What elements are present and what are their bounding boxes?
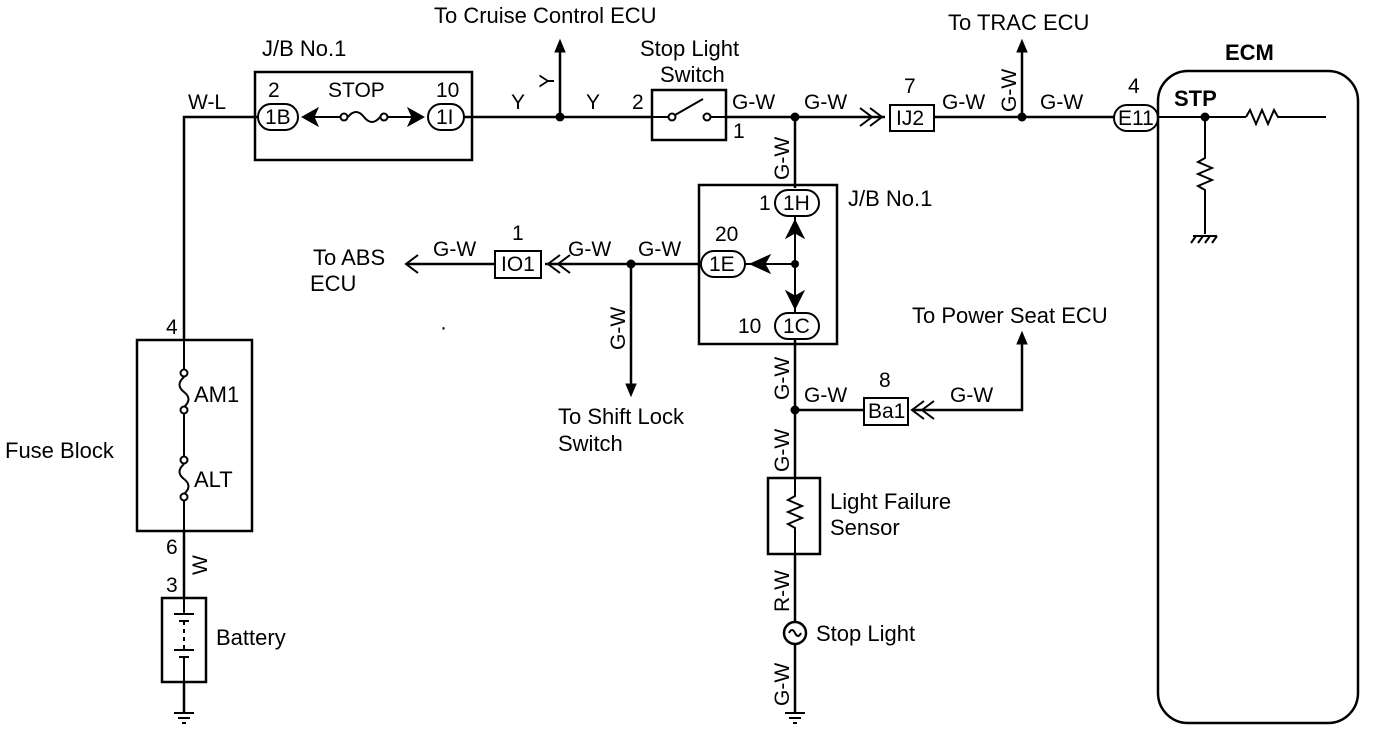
fuse-block-pin-top: 4 — [166, 316, 178, 339]
connector-1h-label: 1H — [783, 192, 810, 215]
arrow-seat-icon — [1016, 330, 1028, 345]
arrow-io1-icon — [546, 254, 571, 274]
connector-1e-label: 1E — [709, 253, 735, 276]
battery-label: Battery — [216, 625, 286, 650]
sensor-resistor-icon — [785, 478, 805, 554]
bulb-filament-icon — [788, 629, 802, 637]
switch-contact-icon — [652, 98, 726, 122]
stop-switch-label-2: Switch — [660, 62, 725, 87]
pin-1h: 1 — [759, 192, 771, 215]
jb-mid-label: J/B No.1 — [848, 186, 932, 211]
wire-gw-ground-label: G-W — [771, 663, 794, 706]
light-failure-label-2: Sensor — [830, 515, 900, 540]
connector-io1-label: IO1 — [501, 253, 535, 276]
connector-1b-label: 1B — [265, 106, 291, 129]
fuse-am1-icon — [178, 340, 190, 457]
wire-gw-mid-label: G-W — [804, 91, 847, 114]
wire-gw-down-top-label: G-W — [771, 137, 794, 180]
connector-1c — [774, 312, 820, 340]
arrow-abs-icon — [404, 254, 419, 274]
wire-gw-jb-below-label: G-W — [771, 357, 794, 400]
fuse-alt-icon — [178, 455, 190, 531]
connector-ba1 — [863, 397, 909, 426]
fuse-alt-label: ALT — [194, 467, 233, 492]
wire-y-up-label: Y — [536, 74, 559, 88]
wire-gw-trac-up-label: G-W — [998, 69, 1021, 112]
jb-top-pin-left: 2 — [268, 79, 280, 102]
ecm-label: ECM — [1225, 40, 1274, 65]
wire-gw-trac-label: G-W — [942, 91, 985, 114]
wire-gw-abs-label: G-W — [433, 238, 476, 261]
stop-light-label: Stop Light — [816, 621, 915, 646]
pin-e11: 4 — [1128, 75, 1140, 98]
wire-y1-label: Y — [511, 91, 525, 114]
fuse-am1-label: AM1 — [194, 382, 239, 407]
arrow-ij2-icon — [859, 107, 884, 127]
stop-fuse-symbol — [300, 106, 426, 128]
ground-battery-icon — [174, 712, 194, 724]
to-cruise-ecu-label: To Cruise Control ECU — [434, 3, 657, 28]
wire-gw-ba1-label: G-W — [804, 384, 847, 407]
pin-ij2: 7 — [904, 75, 916, 98]
connector-ba1-label: Ba1 — [868, 400, 905, 423]
ground-stop-light-icon — [785, 712, 805, 724]
wire-gw-abs2-label: G-W — [568, 238, 611, 261]
ecm-box — [1156, 69, 1360, 725]
stray-mark: · — [440, 316, 447, 339]
wire-gw-shift-label: G-W — [607, 307, 630, 350]
battery-cells-icon — [174, 598, 194, 682]
to-shift-label-1: To Shift Lock — [558, 404, 685, 429]
wire-gw-to-sensor-label: G-W — [771, 429, 794, 472]
ecm-internal-circuit — [1158, 107, 1326, 244]
wire-w-l-label: W-L — [188, 91, 226, 114]
arrow-shift-icon — [625, 383, 637, 398]
pin-1c: 10 — [738, 315, 761, 338]
connector-ij2-label: IJ2 — [896, 107, 924, 130]
switch-pin-out: 1 — [733, 120, 745, 143]
to-shift-label-2: Switch — [558, 431, 623, 456]
jb-mid-internal — [745, 216, 806, 313]
to-abs-label-2: ECU — [310, 271, 356, 296]
wire-w-label: W — [189, 555, 212, 575]
arrow-cruise-icon — [554, 38, 566, 53]
wire-w-l — [182, 115, 258, 340]
wire-gw-sw-label: G-W — [732, 91, 775, 114]
to-seat-label: To Power Seat ECU — [912, 303, 1108, 328]
to-trac-ecu-label: To TRAC ECU — [948, 10, 1089, 35]
battery-pin: 3 — [166, 574, 178, 597]
wire-gw-jb-left-label: G-W — [638, 238, 681, 261]
stop-switch-label-1: Stop Light — [640, 36, 739, 61]
jb-top-label: J/B No.1 — [262, 36, 346, 61]
wire-gw-seat-label: G-W — [950, 384, 993, 407]
connector-1c-label: 1C — [783, 315, 810, 338]
wire-rw-label: R-W — [771, 570, 794, 612]
pin-io1: 1 — [512, 222, 524, 245]
wire-y2-label: Y — [586, 91, 600, 114]
light-failure-label-1: Light Failure — [830, 489, 951, 514]
pin-ba1: 8 — [879, 369, 891, 392]
arrow-trac-icon — [1016, 38, 1028, 53]
wire-gw-ecm-label: G-W — [1040, 91, 1083, 114]
connector-1i-label: 1I — [436, 106, 454, 129]
connector-1h — [774, 189, 820, 217]
connector-e11-label: E11 — [1118, 107, 1154, 130]
stp-label: STP — [1174, 86, 1217, 111]
stop-fuse-label: STOP — [328, 79, 385, 102]
pin-1e: 20 — [715, 223, 738, 246]
jb-top-pin-right: 10 — [436, 79, 459, 102]
stop-light-switch — [650, 88, 728, 142]
fuse-block-label: Fuse Block — [5, 438, 115, 463]
fuse-block-box — [135, 338, 254, 533]
to-abs-label-1: To ABS — [313, 245, 385, 270]
switch-pin-in: 2 — [632, 91, 644, 114]
wire-to-seat — [914, 338, 1024, 412]
fuse-block-pin-bottom: 6 — [166, 536, 178, 559]
